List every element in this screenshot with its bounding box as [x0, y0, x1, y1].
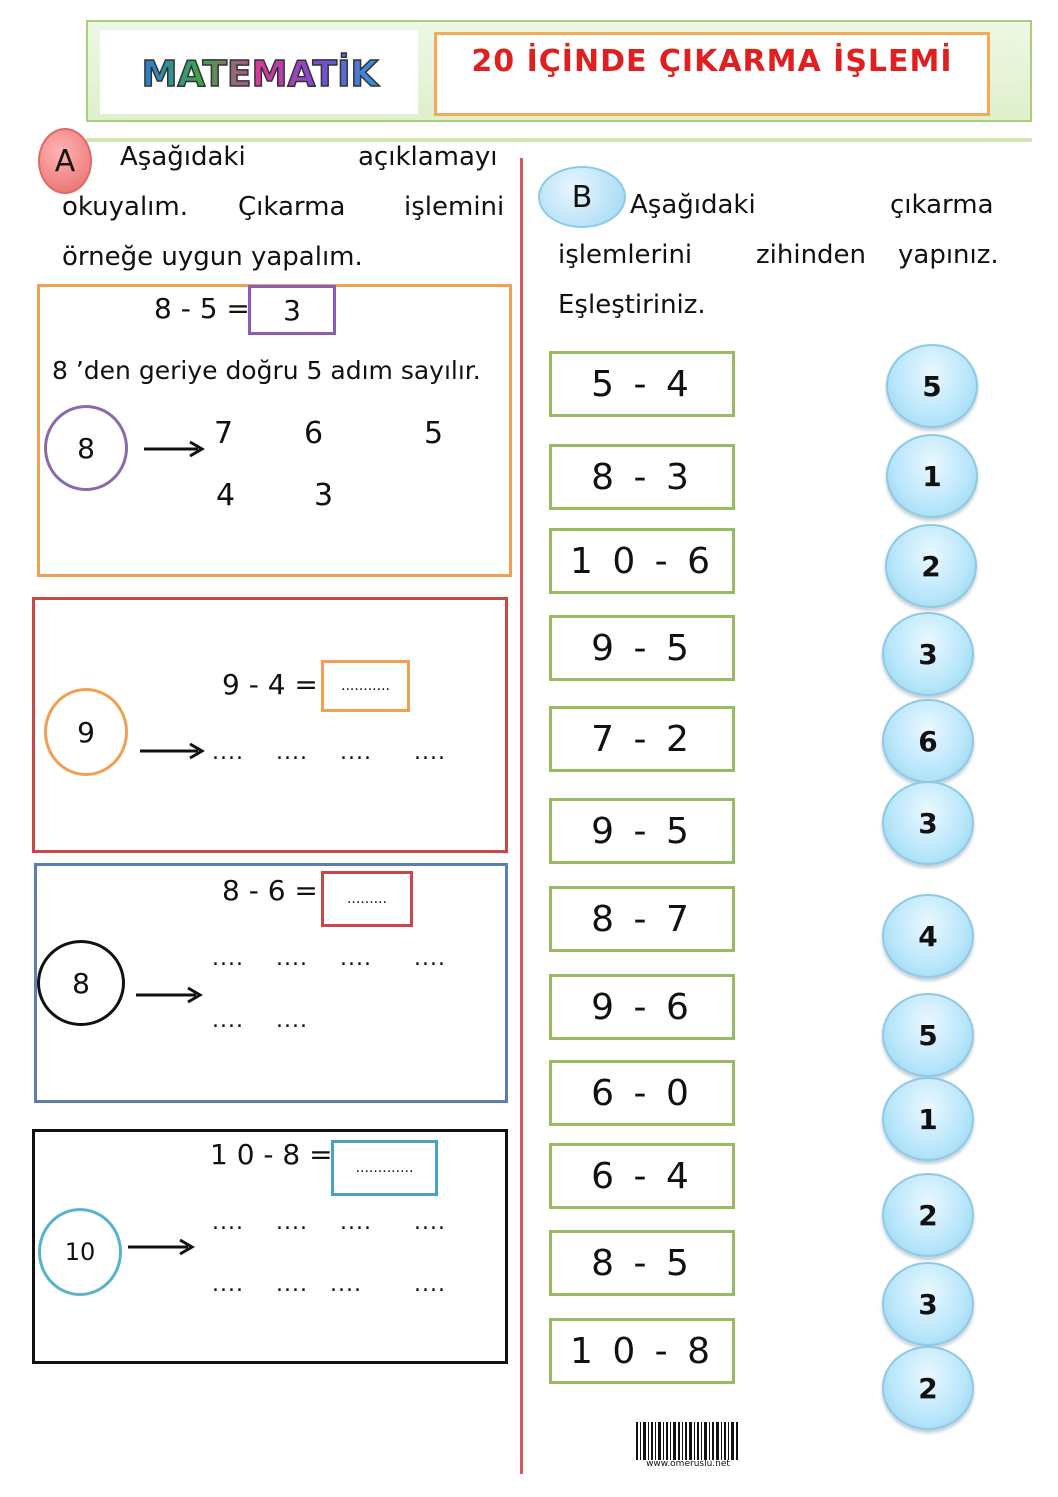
exercise-3-blank[interactable]: .... — [330, 1272, 362, 1297]
answer-bubble[interactable]: 6 — [882, 699, 974, 783]
example-step: 7 — [214, 416, 234, 451]
exercise-1-blank[interactable]: .... — [212, 740, 244, 765]
logo-text: MATEMATİK — [142, 53, 380, 95]
expression-card[interactable]: 9 - 5 — [549, 615, 735, 681]
example-step: 4 — [216, 478, 236, 513]
section-b-text-1: Aşağıdaki — [630, 190, 756, 220]
expression-card[interactable]: 7 - 2 — [549, 706, 735, 772]
example-start-circle: 8 — [44, 405, 128, 491]
section-b-text-4: zihinden — [756, 240, 867, 270]
exercise-box-3 — [32, 1129, 508, 1364]
section-a-text-1: Aşağıdaki — [120, 142, 246, 172]
exercise-3-blank[interactable]: .... — [414, 1272, 446, 1297]
exercise-3-blank[interactable]: .... — [414, 1210, 446, 1235]
example-instruction: 8 ’den geriye doğru 5 adım sayılır. — [52, 356, 481, 385]
exercise-1-answer-input[interactable]: ........... — [321, 660, 410, 712]
column-divider — [520, 158, 523, 1474]
barcode-icon — [634, 1420, 742, 1464]
example-equation: 8 - 5 = — [154, 292, 250, 325]
exercise-3-blank[interactable]: .... — [212, 1272, 244, 1297]
answer-bubble[interactable]: 1 — [882, 1077, 974, 1161]
example-step: 6 — [304, 416, 324, 451]
expression-card[interactable]: 8 - 7 — [549, 886, 735, 952]
answer-bubble[interactable]: 3 — [882, 781, 974, 865]
exercise-3-blank[interactable]: .... — [276, 1272, 308, 1297]
answer-bubble[interactable]: 2 — [882, 1173, 974, 1257]
exercise-box-1 — [32, 597, 508, 853]
example-step: 5 — [424, 416, 444, 451]
exercise-2-blank[interactable]: .... — [276, 946, 308, 971]
exercise-1-start-circle: 9 — [44, 688, 128, 776]
answer-bubble[interactable]: 1 — [886, 434, 978, 518]
title-frame — [434, 32, 990, 116]
exercise-3-blank[interactable]: .... — [276, 1210, 308, 1235]
example-step: 3 — [314, 478, 334, 513]
section-a-text-2: açıklamayı — [358, 142, 498, 172]
exercise-3-equation: 1 0 - 8 = — [210, 1138, 333, 1171]
section-a-text-5: işlemini — [404, 192, 505, 222]
answer-bubble[interactable]: 2 — [885, 524, 977, 608]
example-answer-box: 3 — [248, 285, 336, 335]
expression-card[interactable]: 9 - 5 — [549, 798, 735, 864]
section-b-badge: B — [538, 166, 626, 228]
section-b-text-5: yapınız. — [898, 240, 999, 270]
answer-bubble[interactable]: 3 — [882, 612, 974, 696]
exercise-2-blank[interactable]: .... — [276, 1008, 308, 1033]
logo-background — [100, 30, 418, 114]
expression-card[interactable]: 6 - 0 — [549, 1060, 735, 1126]
answer-bubble[interactable]: 2 — [882, 1346, 974, 1430]
exercise-1-blank[interactable]: .... — [340, 740, 372, 765]
answer-bubble[interactable]: 4 — [882, 894, 974, 978]
matematik-logo: MATEMATİK — [141, 52, 380, 96]
exercise-2-answer-input[interactable]: ......... — [321, 871, 413, 927]
exercise-3-blank[interactable]: .... — [212, 1210, 244, 1235]
exercise-2-blank[interactable]: .... — [340, 946, 372, 971]
expression-card[interactable]: 9 - 6 — [549, 974, 735, 1040]
section-b-text-6: Eşleştiriniz. — [558, 290, 706, 320]
expression-card[interactable]: 8 - 3 — [549, 444, 735, 510]
exercise-3-arrow-icon — [128, 1238, 195, 1256]
answer-bubble[interactable]: 5 — [882, 993, 974, 1077]
expression-card[interactable]: 1 0 - 6 — [549, 528, 735, 594]
exercise-1-arrow-icon — [140, 742, 205, 760]
site-url: www.omeruslu.net — [646, 1459, 730, 1469]
exercise-1-blank[interactable]: .... — [414, 740, 446, 765]
answer-bubble[interactable]: 5 — [886, 344, 978, 428]
exercise-2-blank[interactable]: .... — [212, 1008, 244, 1033]
exercise-2-equation: 8 - 6 = — [222, 874, 318, 907]
exercise-3-blank[interactable]: .... — [340, 1210, 372, 1235]
section-b-text-2: çıkarma — [890, 190, 994, 220]
header-underline — [86, 138, 1032, 142]
section-a-badge: A — [38, 128, 92, 194]
answer-bubble[interactable]: 3 — [882, 1262, 974, 1346]
page-title: 20 İÇİNDE ÇIKARMA İŞLEMİ — [471, 44, 953, 79]
exercise-2-blank[interactable]: .... — [414, 946, 446, 971]
exercise-1-equation: 9 - 4 = — [222, 668, 318, 701]
exercise-2-blank[interactable]: .... — [212, 946, 244, 971]
exercise-2-start-circle: 8 — [37, 940, 125, 1026]
section-b-text-3: işlemlerini — [558, 240, 693, 270]
exercise-box-2 — [34, 863, 508, 1103]
expression-card[interactable]: 5 - 4 — [549, 351, 735, 417]
exercise-3-answer-input[interactable]: ............. — [331, 1140, 438, 1196]
section-a-text-4: Çıkarma — [238, 192, 346, 222]
section-a-text-6: örneğe uygun yapalım. — [62, 242, 363, 272]
example-arrow-icon — [144, 440, 205, 458]
section-a-text-3: okuyalım. — [62, 192, 189, 222]
exercise-3-start-circle: 10 — [38, 1208, 122, 1296]
exercise-2-arrow-icon — [136, 986, 203, 1004]
expression-card[interactable]: 1 0 - 8 — [549, 1318, 735, 1384]
expression-card[interactable]: 8 - 5 — [549, 1230, 735, 1296]
expression-card[interactable]: 6 - 4 — [549, 1143, 735, 1209]
exercise-1-blank[interactable]: .... — [276, 740, 308, 765]
